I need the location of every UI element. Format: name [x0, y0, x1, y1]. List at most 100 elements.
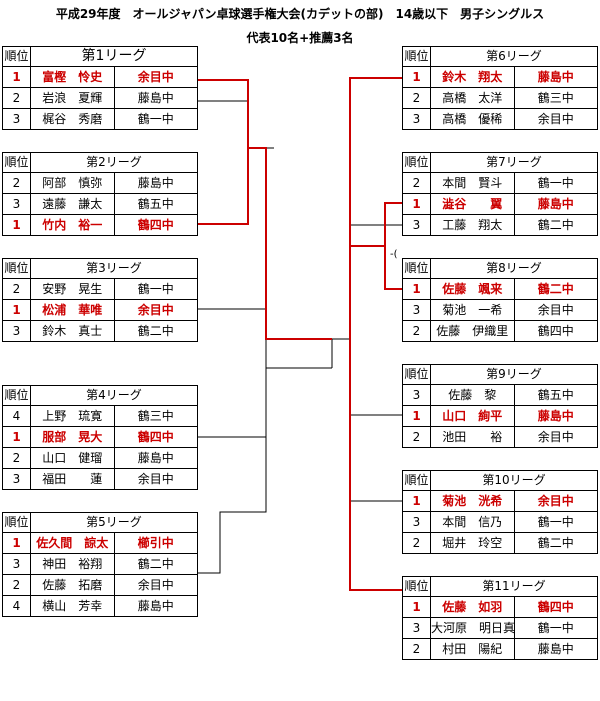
- player-cell: 福田 蓮: [30, 468, 115, 490]
- player-cell: 佐藤 如羽: [430, 596, 515, 618]
- rank-cell: 2: [2, 172, 31, 194]
- rank-cell: 1: [402, 405, 431, 427]
- school-cell: 藤島中: [113, 595, 198, 617]
- rank-header: 順位: [402, 258, 431, 279]
- player-cell: 本間 信乃: [430, 511, 515, 533]
- rank-cell: 4: [2, 595, 31, 617]
- rank-cell: 2: [2, 447, 31, 469]
- player-cell: 菊池 一希: [430, 299, 515, 321]
- player-cell: 服部 晃大: [30, 426, 115, 448]
- player-cell: 高橋 太洋: [430, 87, 515, 109]
- bracket-line: [349, 170, 403, 226]
- player-cell: 松浦 華唯: [30, 299, 115, 321]
- rank-cell: 2: [402, 638, 431, 660]
- league-name: 第9リーグ: [430, 364, 598, 385]
- rank-cell: 2: [2, 278, 31, 300]
- school-cell: 藤島中: [113, 447, 198, 469]
- school-cell: 鶴一中: [513, 617, 598, 639]
- bracket-line: [197, 236, 267, 310]
- school-cell: 鶴一中: [113, 108, 198, 130]
- rank-cell: 1: [402, 278, 431, 300]
- school-cell: 藤島中: [113, 87, 198, 109]
- school-cell: 藤島中: [513, 638, 598, 660]
- school-cell: 鶴四中: [513, 320, 598, 342]
- player-cell: 山口 健瑠: [30, 447, 115, 469]
- school-cell: 余目中: [113, 468, 198, 490]
- bracket-line: [197, 100, 274, 149]
- rank-cell: 4: [2, 405, 31, 427]
- bracket-winner-line: [349, 246, 403, 591]
- player-cell: 佐藤 拓磨: [30, 574, 115, 596]
- page-subtitle: 代表10名+推薦3名: [246, 31, 354, 45]
- rank-cell: 1: [402, 490, 431, 512]
- rank-cell: 1: [2, 214, 31, 236]
- bracket-winner-line: [384, 202, 403, 290]
- league-name: 第3リーグ: [30, 258, 198, 279]
- bracket-line: [332, 338, 403, 416]
- rank-cell: 3: [402, 511, 431, 533]
- player-cell: 鈴木 翔太: [430, 66, 515, 88]
- league-name: 第6リーグ: [430, 46, 598, 67]
- rank-header: 順位: [2, 258, 31, 279]
- school-cell: 鶴一中: [513, 172, 598, 194]
- player-cell: 山口 絢平: [430, 405, 515, 427]
- rank-cell: 3: [402, 214, 431, 236]
- school-cell: 藤島中: [513, 405, 598, 427]
- player-cell: 横山 芳幸: [30, 595, 115, 617]
- school-cell: 鶴四中: [513, 596, 598, 618]
- school-cell: 余目中: [513, 108, 598, 130]
- player-cell: 鈴木 真士: [30, 320, 115, 342]
- league-name: 第2リーグ: [30, 152, 198, 173]
- school-cell: 藤島中: [513, 193, 598, 215]
- rank-cell: 3: [2, 193, 31, 215]
- school-cell: 余目中: [113, 574, 198, 596]
- player-cell: 竹内 裕一: [30, 214, 115, 236]
- school-cell: 余目中: [513, 299, 598, 321]
- school-cell: 鶴二中: [513, 214, 598, 236]
- rank-cell: 1: [402, 66, 431, 88]
- school-cell: 鶴一中: [513, 511, 598, 533]
- rank-cell: 3: [402, 108, 431, 130]
- rank-header: 順位: [2, 512, 31, 533]
- bracket-line: [349, 415, 403, 502]
- rank-header: 順位: [402, 364, 431, 385]
- school-cell: 鶴一中: [113, 278, 198, 300]
- player-cell: 工藤 翔太: [430, 214, 515, 236]
- bracket-winner-line: [265, 236, 332, 340]
- bracket-mark: -(: [390, 249, 398, 260]
- school-cell: 鶴四中: [113, 214, 198, 236]
- league-name: 第7リーグ: [430, 152, 598, 173]
- school-cell: 藤島中: [513, 66, 598, 88]
